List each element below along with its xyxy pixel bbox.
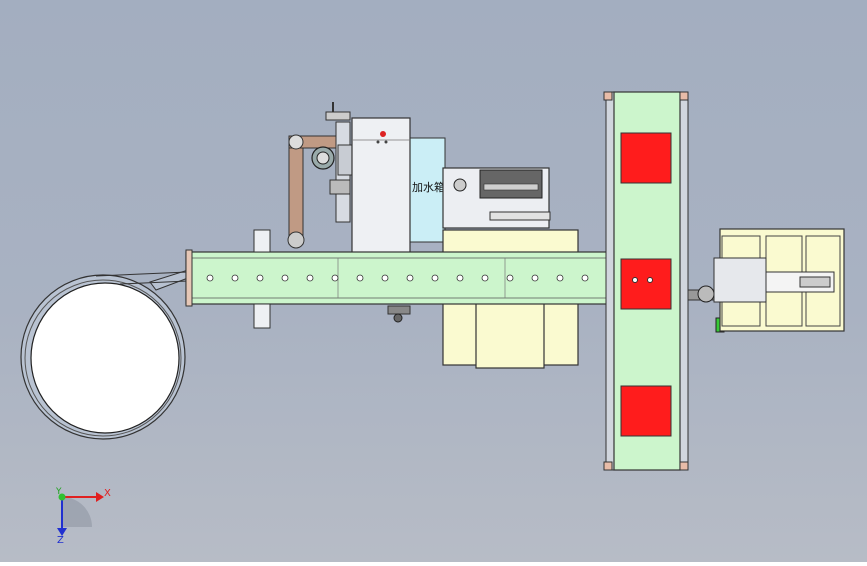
z-axis-label: Z <box>57 535 64 546</box>
vertical-rail-left <box>605 91 615 471</box>
conveyor-hole-icon <box>256 274 264 282</box>
cylinder-block <box>713 257 767 303</box>
sensor-post-bottom <box>253 303 271 329</box>
conveyor-hole-icon <box>581 274 589 282</box>
water-tank[interactable]: 加水箱 <box>406 137 446 243</box>
conveyor-hole-icon <box>281 274 289 282</box>
screw-icon <box>376 140 380 144</box>
corner-bolt-icon <box>603 91 613 101</box>
vertical-rail-right <box>679 91 689 471</box>
conveyor-belt <box>185 251 619 305</box>
x-axis-label: X <box>104 488 111 499</box>
post-clamp <box>329 179 351 195</box>
clamp-bottom <box>387 305 411 315</box>
hole-icon <box>647 277 653 283</box>
pivot-bottom-icon <box>287 231 305 249</box>
triad-shadow <box>62 497 92 527</box>
feed-chute-rail-top <box>95 271 189 277</box>
cylinder-piston <box>799 276 831 288</box>
slide-plate <box>489 211 551 221</box>
turntable-plate <box>30 282 180 434</box>
conveyor-holes <box>206 274 614 282</box>
conveyor-hole-icon <box>331 274 339 282</box>
gear-rack <box>483 183 539 191</box>
conveyor-hole-icon <box>206 274 214 282</box>
red-block-middle <box>620 258 672 310</box>
knob-icon <box>453 178 467 192</box>
gear-hub-icon <box>316 151 330 165</box>
base-foot <box>475 299 545 369</box>
top-bracket <box>325 111 351 121</box>
indicator-light-icon <box>380 131 386 137</box>
hole-icon <box>632 277 638 283</box>
tank-label: 加水箱 <box>412 180 445 194</box>
sensor-post-top <box>253 229 271 253</box>
conveyor-hole-icon <box>481 274 489 282</box>
x-arrow-icon <box>96 492 104 502</box>
axis-triad: X Z Y <box>55 487 111 546</box>
swing-arm-vertical <box>288 135 304 245</box>
corner-bolt-icon <box>679 461 689 471</box>
conveyor-hole-icon <box>306 274 314 282</box>
red-block-bottom <box>620 385 672 437</box>
conveyor-hole-icon <box>356 274 364 282</box>
red-block-top <box>620 132 672 184</box>
y-arrow-icon <box>57 528 67 536</box>
adjust-screw-icon <box>393 313 403 323</box>
feed-chute-rail-bottom <box>119 280 189 285</box>
conveyor-hole-icon <box>456 274 464 282</box>
corner-bolt-icon <box>679 91 689 101</box>
y-axis-label: Y <box>55 487 62 497</box>
column-body <box>351 117 411 259</box>
conveyor-hole-icon <box>231 274 239 282</box>
z-axis-dot-icon <box>58 493 66 501</box>
pivot-top-icon <box>288 134 304 150</box>
conveyor-hole-icon <box>381 274 389 282</box>
turntable-mid-ring <box>24 279 182 437</box>
conveyor-hole-icon <box>431 274 439 282</box>
pusher-wheel-icon <box>697 285 715 303</box>
pusher-station[interactable] <box>687 228 845 333</box>
conveyor-hole-icon <box>506 274 514 282</box>
vertical-conveyor[interactable] <box>603 91 689 471</box>
rotary-turntable[interactable] <box>20 269 189 440</box>
conveyor-hole-icon <box>531 274 539 282</box>
screw-icon <box>384 140 388 144</box>
conveyor-end-cap-left <box>185 249 193 307</box>
conveyor-hole-icon <box>406 274 414 282</box>
conveyor-hole-icon <box>556 274 564 282</box>
main-conveyor[interactable] <box>185 249 619 307</box>
corner-bolt-icon <box>603 461 613 471</box>
swing-arm-assembly[interactable] <box>287 102 355 249</box>
